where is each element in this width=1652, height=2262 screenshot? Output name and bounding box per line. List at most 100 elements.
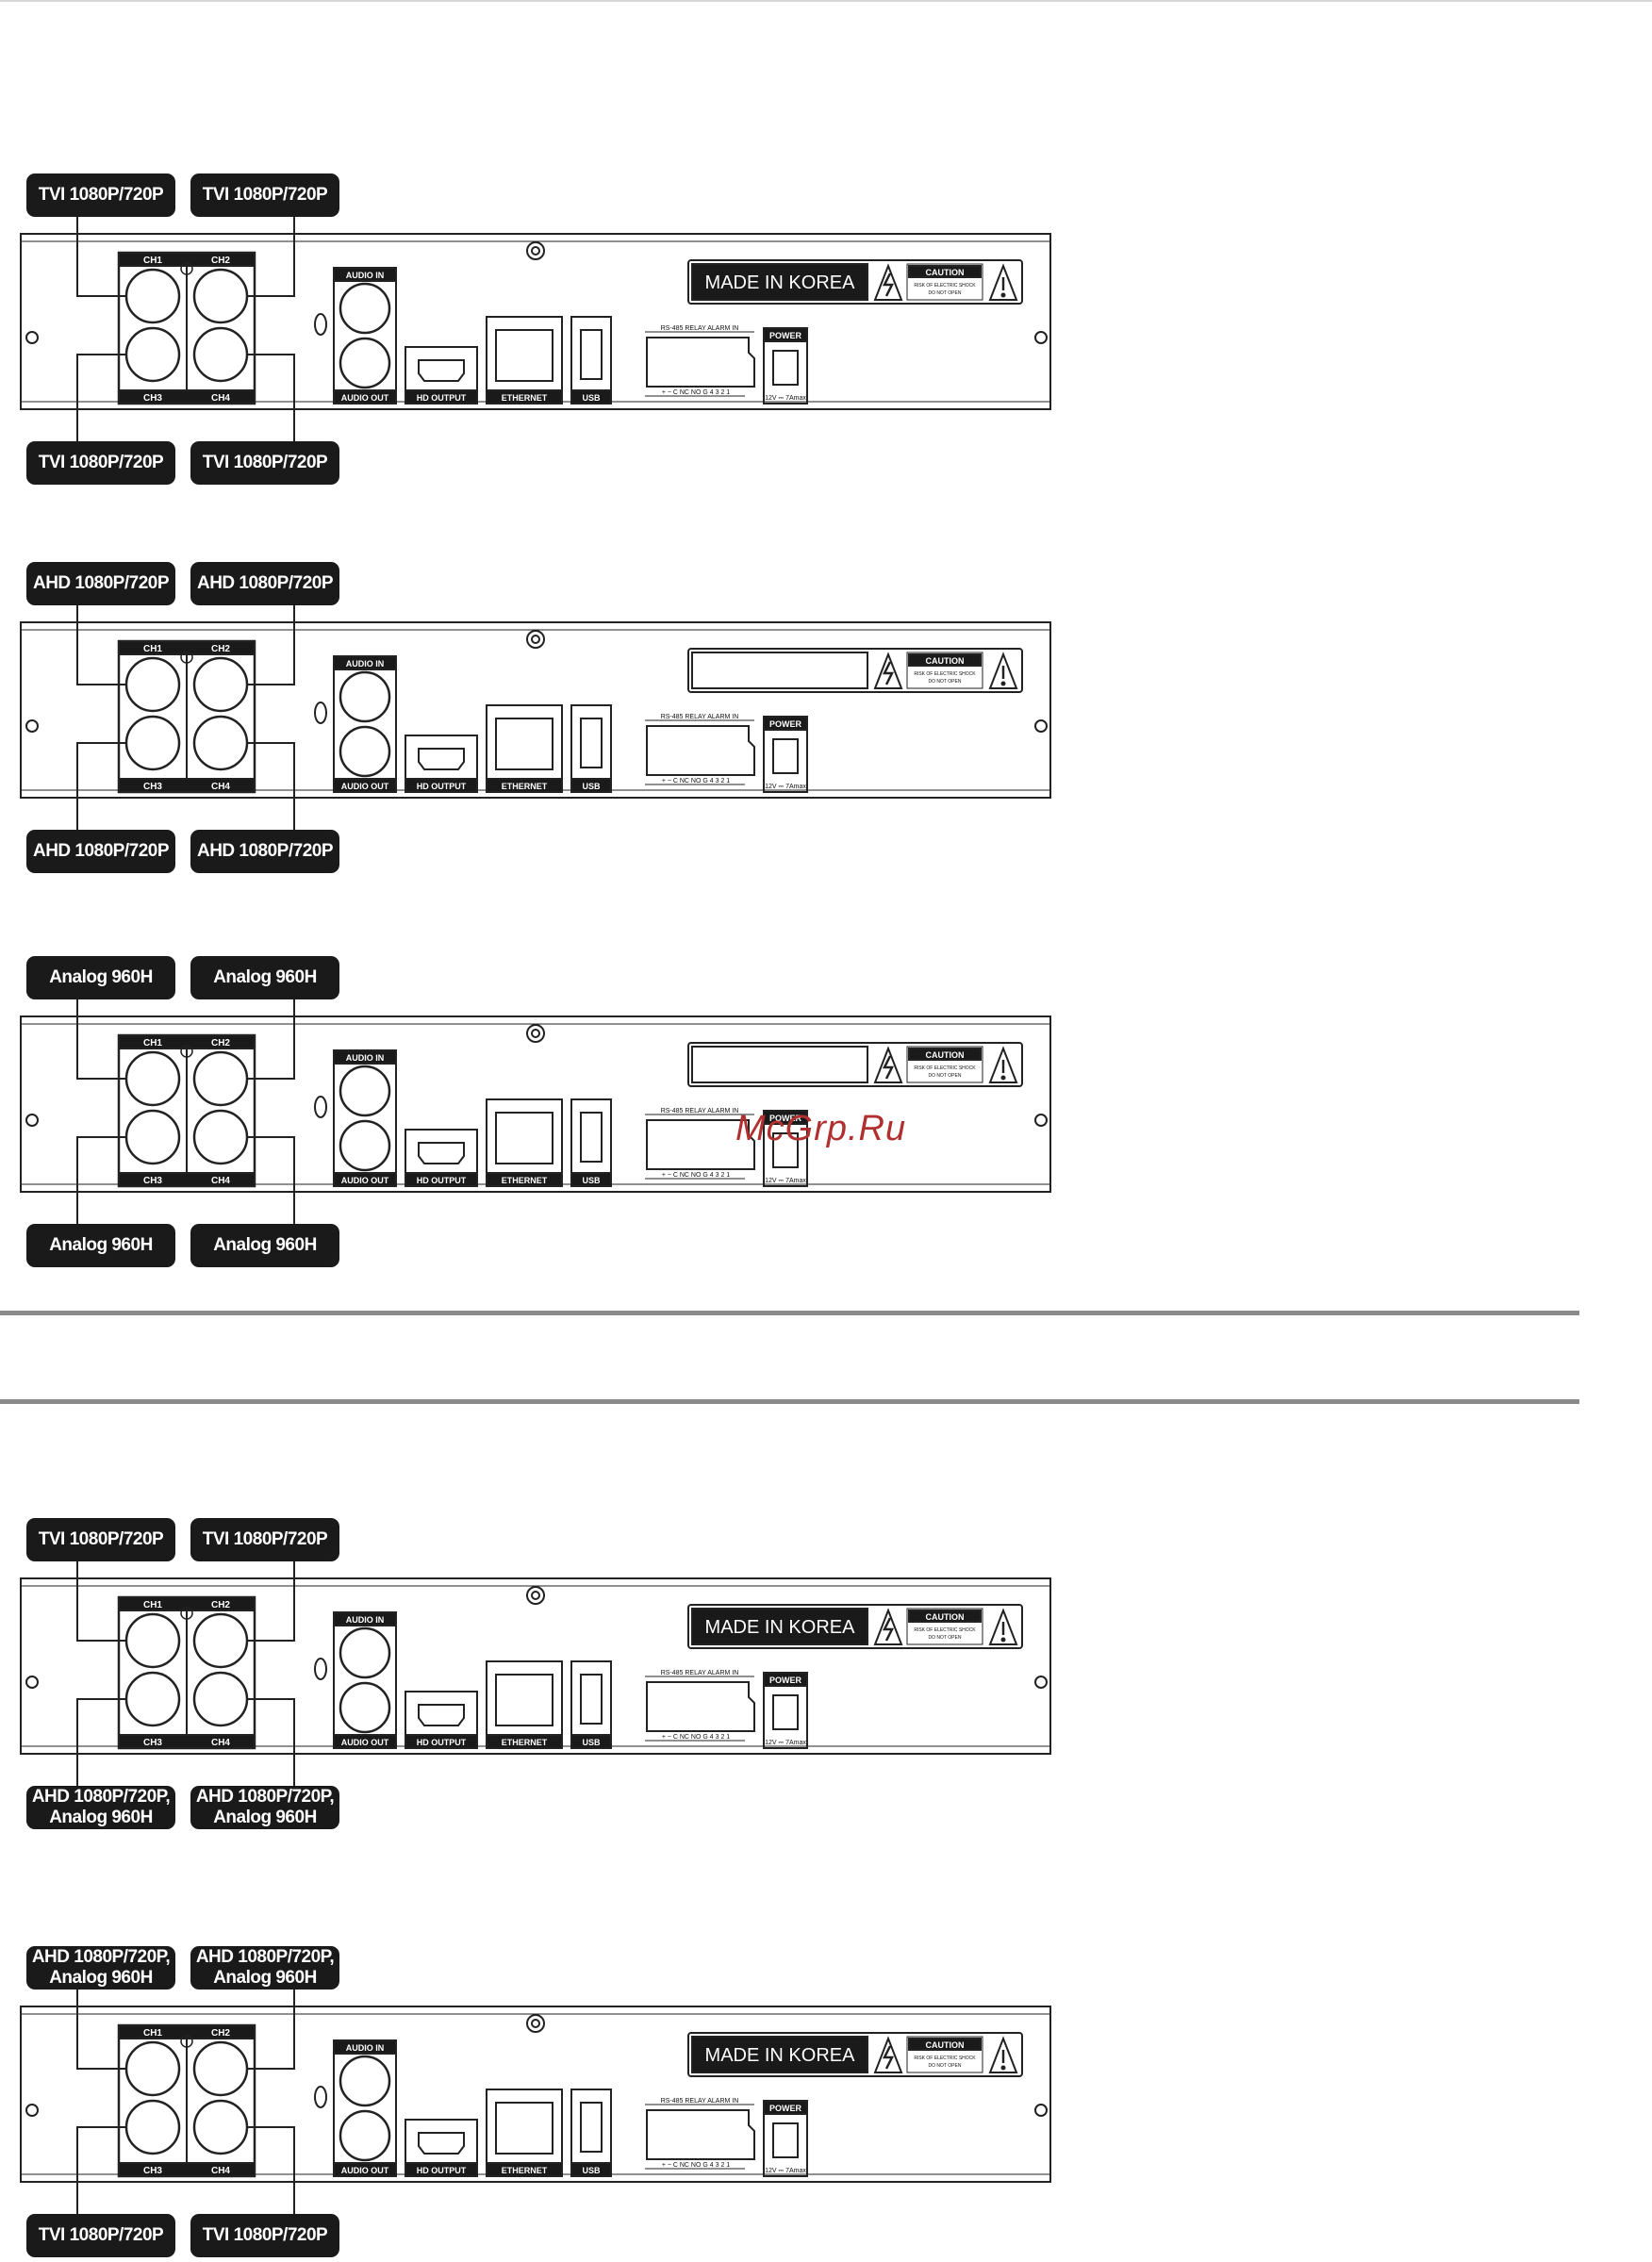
mount-screw-right <box>1034 1114 1048 1127</box>
audio-out-jack <box>339 1681 391 1734</box>
mount-screw-right <box>1034 2104 1048 2117</box>
ethernet-port <box>495 329 553 382</box>
caution-text-1: RISK OF ELECTRIC SHOCK <box>914 671 976 677</box>
ethernet-port <box>495 718 553 770</box>
terminal-header-label: RS-485 RELAY ALARM IN <box>661 2098 739 2105</box>
ch4-signal-label: AHD 1080P/720P, Analog 960H <box>190 1786 339 1829</box>
audio-block <box>333 2039 397 2177</box>
ch3-label: CH3 <box>143 393 162 404</box>
ethernet-port <box>495 1112 553 1164</box>
audio-out-bar <box>333 2162 397 2177</box>
ch1-label: CH1 <box>143 2028 162 2039</box>
audio-in-jack <box>339 1626 391 1679</box>
audio-in-bar <box>333 655 397 670</box>
ch1-leader-line <box>76 1561 126 1642</box>
ch4-label: CH4 <box>211 782 230 792</box>
caution-box <box>906 2036 983 2073</box>
hdmi-port <box>418 748 465 770</box>
bnc-connector-4 <box>192 1109 249 1165</box>
bnc-connector-1 <box>124 656 181 713</box>
power-rating-label: 12V ⎓ 7Amax <box>765 395 806 402</box>
terminal-header-label: RS-485 RELAY ALARM IN <box>661 325 739 332</box>
top-screw-inner <box>531 2019 540 2028</box>
ch2-signal-label: TVI 1080P/720P <box>190 1518 339 1561</box>
audio-in-bar <box>333 2039 397 2055</box>
bnc-header-bar <box>118 1034 256 1049</box>
bnc-center-mark <box>180 262 193 275</box>
hdmi-bar <box>405 778 478 793</box>
audio-in-jack <box>339 282 391 335</box>
usb-label: USB <box>582 393 601 403</box>
hdmi-bar <box>405 389 478 405</box>
ch2-leader-line <box>247 999 295 1080</box>
audio-in-bar <box>333 267 397 282</box>
exclamation-warning-triangle <box>988 1608 1018 1645</box>
panel-outline-group <box>20 1990 1051 2214</box>
caution-label: CAUTION <box>926 656 965 666</box>
ch2-label: CH2 <box>211 2028 230 2039</box>
dvr-rear-panel-figure-3: Analog 960H Analog 960H Analog 960H Anal… <box>0 956 1084 1267</box>
audio-block <box>333 655 397 793</box>
audio-side-hole <box>314 313 327 336</box>
hd-output-label: HD OUTPUT <box>417 1738 467 1747</box>
caution-label: CAUTION <box>926 268 965 277</box>
ch4-leader-line <box>247 2126 295 2214</box>
audio-side-hole <box>314 1096 327 1118</box>
caution-text-1: RISK OF ELECTRIC SHOCK <box>914 283 976 289</box>
ch4-label: CH4 <box>211 393 230 404</box>
ch2-signal-label: AHD 1080P/720P <box>190 562 339 605</box>
ch4-leader-line <box>247 742 295 830</box>
ch4-signal-label: AHD 1080P/720P <box>190 830 339 873</box>
label-plate <box>687 648 1023 693</box>
terminal-pins-label: + − C NC NO G 4 3 2 1 <box>662 389 730 396</box>
top-screw <box>526 630 545 649</box>
ch1-label: CH1 <box>143 644 162 654</box>
ethernet-bar <box>486 389 563 405</box>
audio-in-label: AUDIO IN <box>346 2043 385 2053</box>
dvr-rear-panel-figure-5: AHD 1080P/720P, Analog 960H AHD 1080P/72… <box>0 1946 1084 2257</box>
bnc-connector-2 <box>192 268 249 324</box>
made-in-korea-label: MADE IN KOREA <box>705 1617 856 1638</box>
label-plate <box>687 1604 1023 1649</box>
dvr-rear-panel-figure-4: TVI 1080P/720P TVI 1080P/720P AHD 1080P/… <box>0 1518 1084 1829</box>
exclamation-warning-triangle <box>988 2036 1018 2073</box>
bnc-connector-2 <box>192 1050 249 1107</box>
usb-label: USB <box>582 782 601 791</box>
power-socket <box>772 1132 799 1168</box>
exclamation-warning-triangle <box>988 263 1018 301</box>
power-label: POWER <box>769 1676 802 1685</box>
caution-text-1: RISK OF ELECTRIC SHOCK <box>914 1065 976 1071</box>
ch1-label: CH1 <box>143 256 162 266</box>
bnc-header-bar <box>118 252 256 267</box>
usb-bar <box>570 1734 612 1749</box>
audio-out-jack <box>339 337 391 389</box>
section-divider-top <box>0 1311 1579 1315</box>
top-screw-inner <box>531 246 540 256</box>
ch4-signal-label: TVI 1080P/720P <box>190 2214 339 2257</box>
audio-in-label: AUDIO IN <box>346 659 385 669</box>
audio-out-label: AUDIO OUT <box>341 782 389 791</box>
terminal-pins-label: + − C NC NO G 4 3 2 1 <box>662 1734 730 1741</box>
audio-block <box>333 1611 397 1749</box>
caution-text-2: DO NOT OPEN <box>929 290 962 296</box>
power-bar <box>763 2100 808 2115</box>
ch1-signal-label: TVI 1080P/720P <box>26 173 175 217</box>
bnc-center-mark <box>180 1607 193 1620</box>
label-plate <box>687 259 1023 305</box>
caution-text-1: RISK OF ELECTRIC SHOCK <box>914 1627 976 1633</box>
made-in-box <box>691 1608 868 1645</box>
ch2-label: CH2 <box>211 644 230 654</box>
ch2-leader-line <box>247 1561 295 1642</box>
ch1-signal-label: AHD 1080P/720P, Analog 960H <box>26 1946 175 1990</box>
mount-screw-right <box>1034 1676 1048 1689</box>
made-in-korea-label: MADE IN KOREA <box>705 272 856 293</box>
ch3-signal-label: AHD 1080P/720P, Analog 960H <box>26 1786 175 1829</box>
ethernet-port <box>495 1674 553 1726</box>
ch4-label: CH4 <box>211 1738 230 1748</box>
bnc-footer-bar <box>118 1734 256 1749</box>
usb-port <box>580 1112 603 1163</box>
ch3-leader-line <box>76 2126 126 2214</box>
mount-screw-left <box>25 1114 39 1127</box>
